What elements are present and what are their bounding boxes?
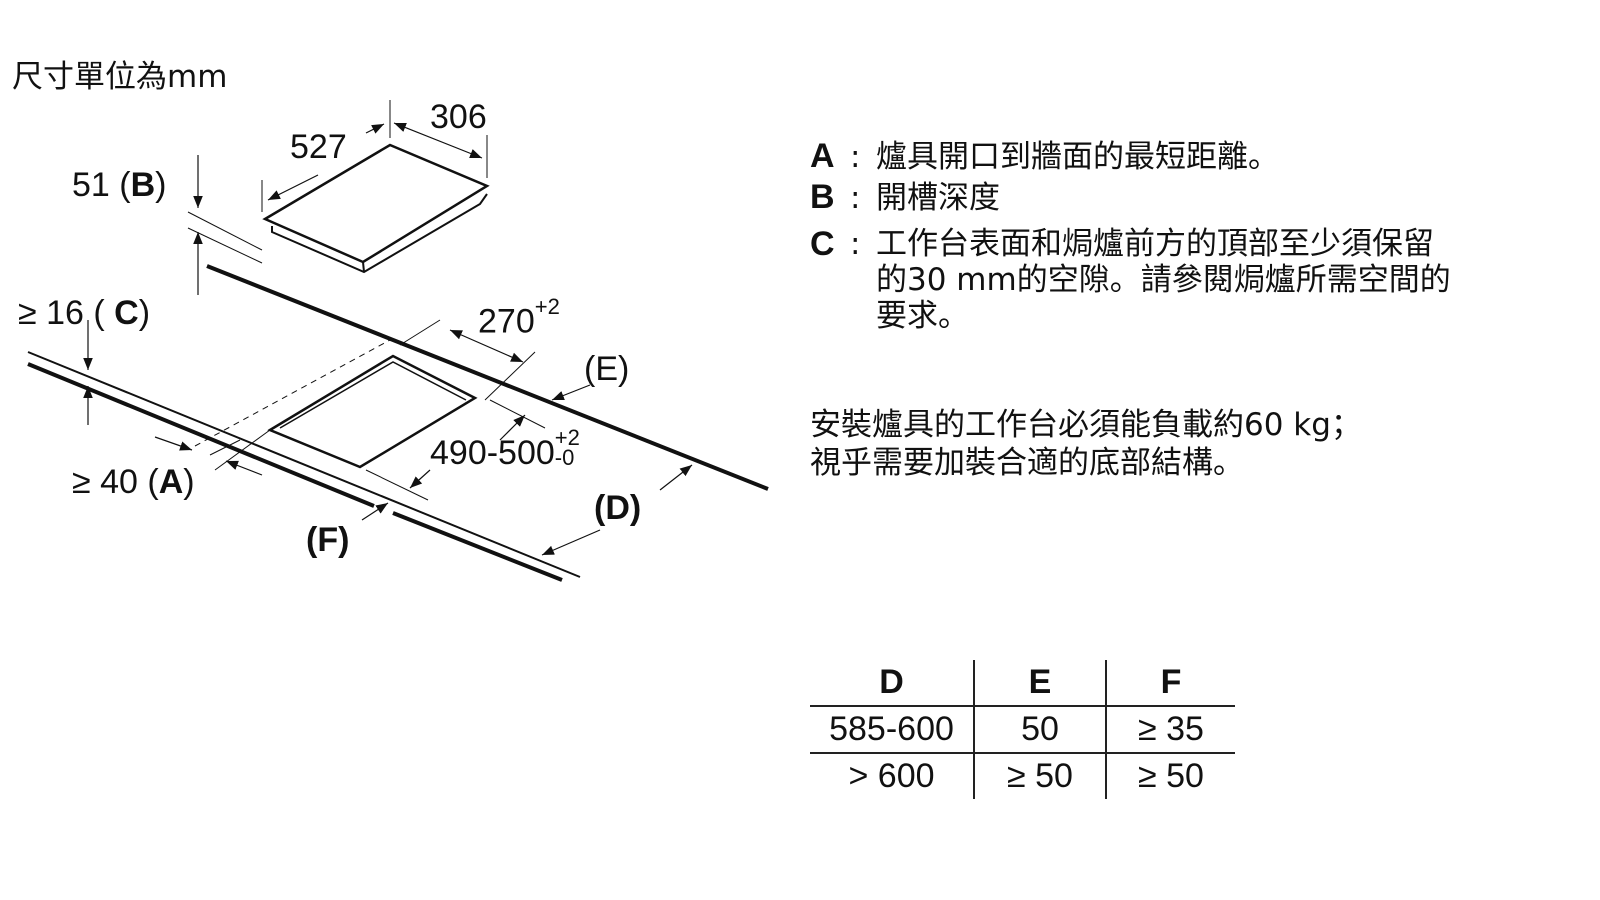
dimension-a-value: ≥ 40 (: [72, 463, 159, 501]
dimension-b-value: 51: [72, 166, 110, 204]
legend-a: A:爐具開口到牆面的最短距離。: [810, 137, 1279, 175]
cutout-length-tol-plus: +2: [554, 425, 580, 450]
key-a: A: [158, 463, 184, 501]
dimension-b-label: 51 (B): [72, 166, 167, 204]
key-b: B: [130, 166, 156, 204]
dimension-c-label: ≥ 16 ( C): [18, 294, 151, 332]
hob-width-label: 527: [290, 128, 347, 166]
clearance-table: D E F 585-600 50 ≥ 35 > 600 ≥ 50 ≥ 50: [810, 660, 1235, 799]
table-header: D E F: [810, 660, 1235, 706]
installation-diagram: [27, 100, 769, 582]
key-c: C: [114, 294, 139, 332]
dimension-d-label: (D): [594, 489, 642, 527]
hob-depth-label: 306: [430, 98, 487, 136]
dimension-e-label: (E): [584, 350, 630, 388]
dimension-a-label: ≥ 40 (A): [72, 463, 195, 501]
unit-note: 尺寸單位為mm: [12, 59, 228, 95]
legend-c: C:工作台表面和焗爐前方的頂部至少須保留的30 mm的空隙。請參閱焗爐所需空間的…: [810, 225, 1451, 334]
hob-outline: [262, 143, 490, 274]
cutout-length-value: 490-500: [430, 434, 555, 472]
cutout-width-tolerance: +2: [534, 294, 560, 319]
dimension-f-label: (F): [306, 521, 350, 559]
legend-b: B:開槽深度: [810, 178, 1000, 216]
cutout-width-value: 270: [478, 302, 535, 341]
cutout-width-label: 270+2: [478, 296, 560, 341]
table-row: 585-600 50 ≥ 35: [810, 705, 1235, 753]
load-note: 安裝爐具的工作台必須能負載約60 kg；視乎需要加裝合適的底部結構。: [810, 407, 1362, 481]
dimension-c-value: ≥ 16 (: [18, 294, 105, 332]
cutout-length-label: 490-500+2-0: [430, 427, 580, 472]
table-row: > 600 ≥ 50 ≥ 50: [810, 752, 1235, 799]
cutout-length-tol-minus: -0: [554, 445, 575, 470]
